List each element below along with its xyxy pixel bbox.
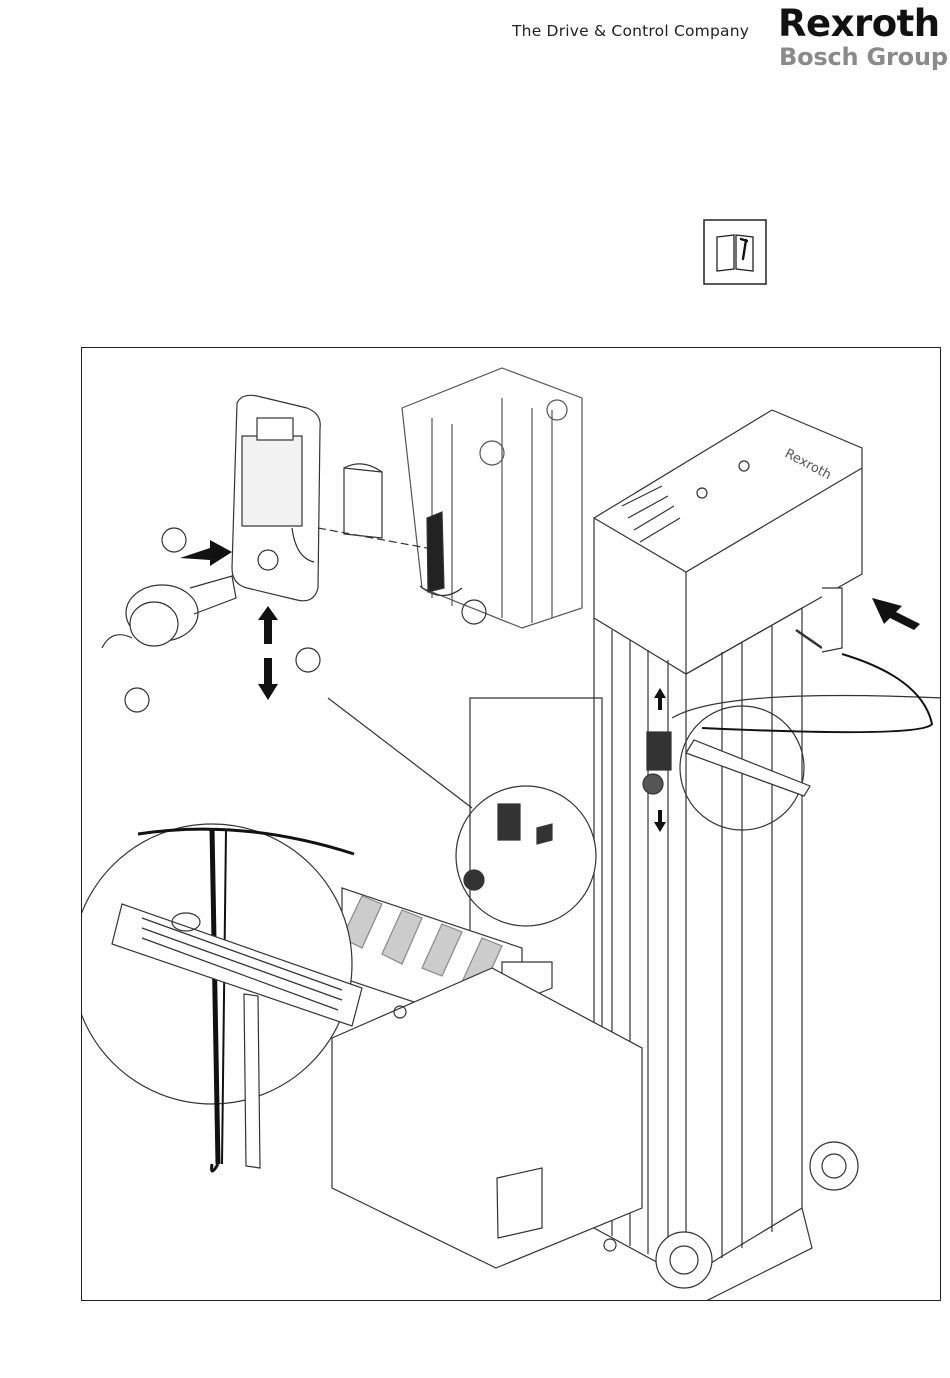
mounting-clip	[427, 512, 444, 592]
company-tagline: The Drive & Control Company	[512, 22, 749, 40]
sensor-bracket	[232, 395, 320, 600]
callout-marker	[162, 528, 186, 552]
assembly-illustration: Rexroth	[81, 347, 941, 1301]
caster-wheel	[810, 1142, 858, 1190]
brand-group: Bosch Group	[779, 43, 948, 71]
callout-marker	[296, 648, 320, 672]
slot-nut	[344, 468, 382, 538]
detail-magnifier	[456, 786, 596, 926]
manual-wrench-icon	[703, 219, 767, 285]
brand-logo: Rexroth	[778, 2, 940, 45]
column-head	[594, 410, 862, 674]
caster-wheel	[656, 1232, 712, 1288]
thumb-knob	[126, 576, 236, 646]
base-plate	[332, 968, 642, 1268]
assembly-drawing: Rexroth	[82, 348, 941, 1301]
callout-marker	[125, 688, 149, 712]
